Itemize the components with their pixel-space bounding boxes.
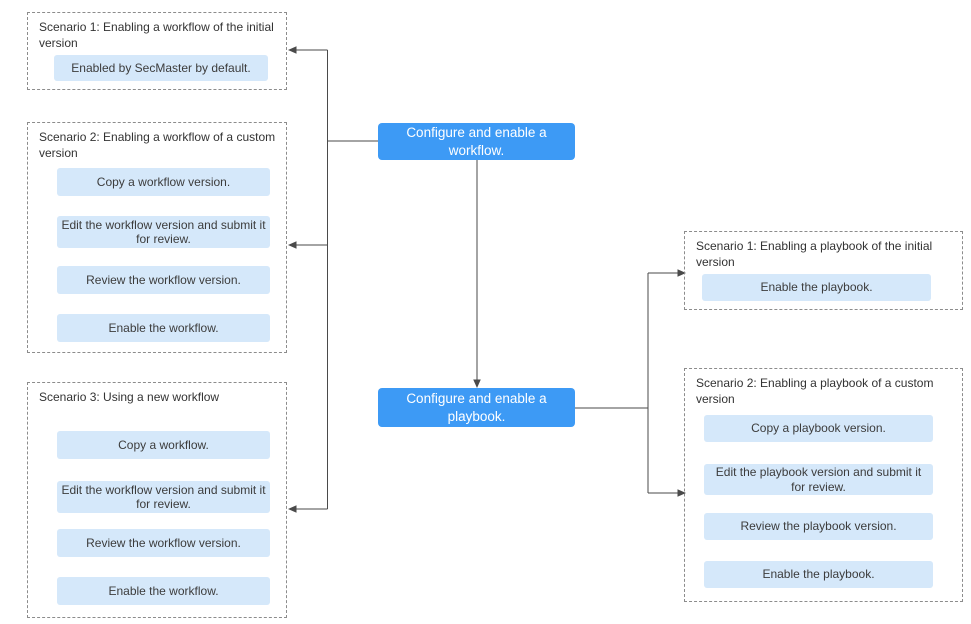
workflow-s2-step-4: Enable the workflow. (57, 314, 270, 342)
workflow-scenario-2-title: Scenario 2: Enabling a workflow of a cus… (39, 130, 276, 160)
workflow-scenario-3-box: Scenario 3: Using a new workflow Copy a … (27, 382, 287, 618)
workflow-s3-step-1: Copy a workflow. (57, 431, 270, 459)
workflow-scenario-1-title: Scenario 1: Enabling a workflow of the i… (39, 20, 274, 50)
workflow-s3-step-2: Edit the workflow version and submit it … (57, 481, 270, 513)
playbook-scenario-1-title: Scenario 1: Enabling a playbook of the i… (696, 239, 933, 269)
workflow-s2-step-2: Edit the workflow version and submit it … (57, 216, 270, 248)
playbook-s2-step-4: Enable the playbook. (704, 561, 933, 588)
workflow-s2-step-3: Review the workflow version. (57, 266, 270, 294)
arrowhead-left-icon (288, 505, 297, 513)
playbook-scenario-2-box: Scenario 2: Enabling a playbook of a cus… (684, 368, 963, 602)
workflow-scenario-3-title: Scenario 3: Using a new workflow (39, 390, 220, 404)
playbook-s2-step-1: Copy a playbook version. (704, 415, 933, 442)
playbook-s2-step-3: Review the playbook version. (704, 513, 933, 540)
workflow-scenario-1-box: Scenario 1: Enabling a workflow of the i… (27, 12, 287, 90)
playbook-s1-step-1: Enable the playbook. (702, 274, 931, 301)
workflow-scenario-2-box: Scenario 2: Enabling a workflow of a cus… (27, 122, 287, 353)
workflow-s3-step-4: Enable the workflow. (57, 577, 270, 605)
arrowhead-left-icon (288, 241, 297, 249)
playbook-scenario-2-title: Scenario 2: Enabling a playbook of a cus… (696, 376, 934, 406)
arrowhead-left-icon (288, 46, 297, 54)
configure-workflow-node: Configure and enable a workflow. (378, 123, 575, 160)
configure-playbook-node: Configure and enable a playbook. (378, 388, 575, 427)
workflow-s1-step-1: Enabled by SecMaster by default. (54, 55, 268, 81)
arrowhead-down-icon (473, 379, 481, 388)
workflow-s2-step-1: Copy a workflow version. (57, 168, 270, 196)
workflow-s3-step-3: Review the workflow version. (57, 529, 270, 557)
playbook-scenario-1-box: Scenario 1: Enabling a playbook of the i… (684, 231, 963, 310)
playbook-s2-step-2: Edit the playbook version and submit it … (704, 464, 933, 495)
